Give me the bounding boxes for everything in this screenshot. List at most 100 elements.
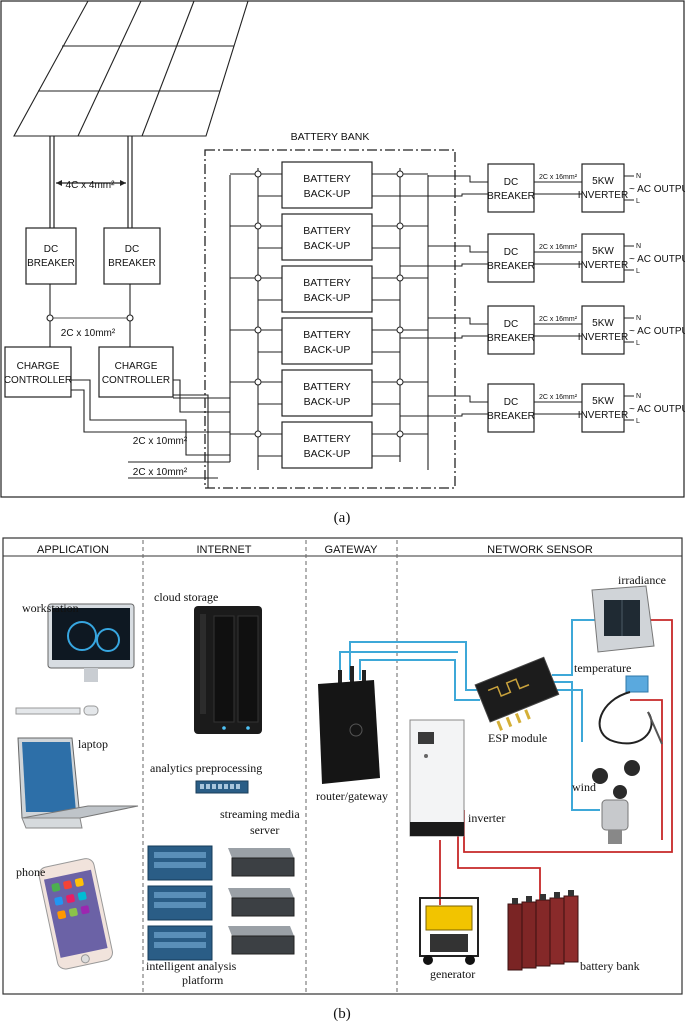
inverter-2-line1: 5KW: [592, 246, 614, 257]
battery-bus: [229, 168, 429, 470]
inverter-3-line2: INVERTER: [578, 332, 628, 343]
inverter-1: 5KW INVERTER: [578, 163, 628, 213]
ac-output-label-4: ~ AC OUTPUT: [629, 404, 685, 415]
charge-controller-1-line2: CONTROLLER: [4, 375, 72, 386]
inverter-1-line1: 5KW: [592, 176, 614, 187]
phone-icon: [38, 858, 113, 970]
label-laptop: laptop: [78, 737, 108, 751]
label-cloud-storage: cloud storage: [154, 590, 218, 604]
output-breaker-3-line2: BREAKER: [487, 333, 535, 344]
col-gateway: GATEWAY: [325, 544, 379, 556]
solar-array: [13, 0, 249, 137]
battery-backup-4-line1: BATTERY: [303, 329, 350, 341]
battery-wiring-6: [230, 430, 428, 457]
output-breaker-3-line1: DC: [504, 319, 518, 330]
inverter-2: 5KW INVERTER: [578, 233, 628, 283]
output-cable-label-3: 2C x 16mm²: [539, 316, 578, 323]
inverter-3: 5KW INVERTER: [578, 305, 628, 355]
workstation-icon: [15, 603, 135, 716]
output-cable-label-2: 2C x 16mm²: [539, 244, 578, 251]
battery-backup-4: BATTERY BACK-UP: [281, 317, 373, 365]
wind-sensor-icon: [592, 760, 640, 844]
output-breaker-2-line1: DC: [504, 247, 518, 258]
battery-wiring-5: [230, 378, 428, 405]
terminal-l-2: L: [636, 268, 640, 275]
label-wind: wind: [572, 780, 596, 794]
battery-backup-1: BATTERY BACK-UP: [281, 161, 373, 209]
ac-output-label-2: ~ AC OUTPUT: [629, 254, 685, 265]
battery-backup-5-line1: BATTERY: [303, 381, 350, 393]
inverter-1-line2: INVERTER: [578, 190, 628, 201]
panel-cable-label: 4C x 4mm²: [66, 180, 116, 191]
inverter-4: 5KW INVERTER: [578, 383, 628, 433]
laptop-icon: [17, 737, 139, 829]
output-breaker-4-line1: DC: [504, 397, 518, 408]
terminal-n-2: N: [636, 243, 641, 250]
controller-bank-cable-label-2: 2C x 10mm²: [133, 467, 188, 478]
label-inverter: inverter: [468, 811, 505, 825]
signal-lines: [339, 619, 600, 811]
irradiance-sensor-icon: [591, 585, 655, 653]
diagram-b: APPLICATION INTERNET GATEWAY NETWORK SEN…: [2, 537, 683, 1022]
left-breaker-2-line1: DC: [125, 244, 139, 255]
power-lines: [439, 619, 673, 905]
label-workstation: workstation: [22, 601, 79, 615]
esp-module-icon: [474, 656, 560, 731]
left-breaker-2: DC BREAKER: [103, 227, 161, 285]
inverter-4-line2: INVERTER: [578, 410, 628, 421]
ac-output-label-1: ~ AC OUTPUT: [629, 184, 685, 195]
server-blue-1: [147, 845, 213, 881]
output-breaker-4-line2: BREAKER: [487, 411, 535, 422]
battery-bank-icon: [507, 890, 579, 971]
col-internet: INTERNET: [197, 544, 252, 556]
battery-wiring-3: [230, 274, 428, 301]
cloud-storage-icon: [194, 606, 262, 734]
charge-controller-2-line2: CONTROLLER: [102, 375, 170, 386]
battery-backup-6-line2: BACK-UP: [304, 448, 351, 460]
label-temperature: temperature: [574, 661, 631, 675]
charge-controller-2: CHARGE CONTROLLER: [98, 346, 174, 398]
label-esp-module: ESP module: [488, 731, 547, 745]
panel-cables: [49, 136, 133, 228]
charge-controller-1-line1: CHARGE: [17, 361, 60, 372]
inverter-2-line2: INVERTER: [578, 260, 628, 271]
battery-backup-1-line1: BATTERY: [303, 173, 350, 185]
label-intelligent-2: platform: [182, 973, 224, 987]
server-rack-group: [147, 845, 295, 961]
output-row-2: DC BREAKER 2C x 16mm² 5KW INVERTER N L ~ AC OUT…: [400, 233, 685, 283]
controller-bank-cable-label-1: 2C x 10mm²: [133, 436, 188, 447]
server-grey-1: [228, 848, 295, 877]
output-cable-label-1: 2C x 16mm²: [539, 174, 578, 181]
left-breaker-2-line2: BREAKER: [108, 258, 156, 269]
battery-backup-2-line1: BATTERY: [303, 225, 350, 237]
battery-wiring-2: [230, 222, 428, 249]
controller-bank-wiring: [71, 379, 230, 488]
battery-backup-1-line2: BACK-UP: [304, 188, 351, 200]
output-breaker-2-line2: BREAKER: [487, 261, 535, 272]
label-intelligent-1: intelligent analysis: [146, 959, 237, 973]
battery-bank-title: BATTERY BANK: [291, 131, 370, 143]
left-breaker-1: DC BREAKER: [25, 227, 77, 285]
label-irradiance: irradiance: [618, 573, 666, 587]
label-generator: generator: [430, 967, 475, 981]
diagram-a: 4C x 4mm² DC BREAKER DC BREAKER 2C x 10m…: [0, 0, 685, 526]
server-grey-3: [228, 926, 295, 955]
battery-backup-4-line2: BACK-UP: [304, 344, 351, 356]
diagram-b-frame: [2, 537, 683, 995]
analytics-switch-icon: [195, 780, 249, 794]
caption-a: (a): [334, 510, 351, 526]
battery-backup-2-line2: BACK-UP: [304, 240, 351, 252]
caption-b: (b): [333, 1006, 351, 1022]
terminal-l-3: L: [636, 340, 640, 347]
inverter-3-line1: 5KW: [592, 318, 614, 329]
output-breaker-1-line1: DC: [504, 177, 518, 188]
label-phone: phone: [16, 865, 45, 879]
router-icon: [318, 666, 380, 784]
battery-wiring-1: [230, 170, 428, 197]
inverter-4-line1: 5KW: [592, 396, 614, 407]
